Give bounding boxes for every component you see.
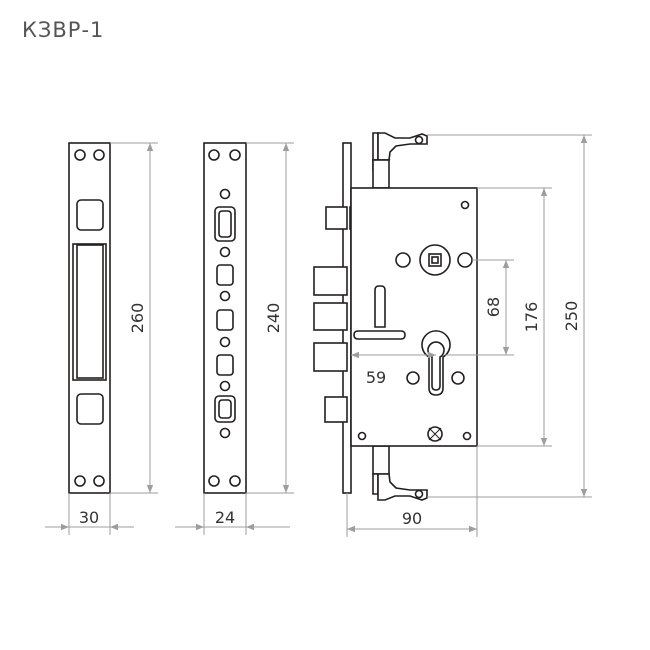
dim-strip2-width: 24	[215, 508, 235, 527]
dimension-lines	[45, 134, 592, 537]
dim-spindle-cylinder: 68	[484, 297, 503, 317]
dim-lock-total-height: 250	[562, 301, 581, 332]
strike-plate-2	[203, 142, 247, 494]
dim-lock-width: 90	[402, 509, 422, 528]
lock-body	[313, 132, 478, 501]
strike-plate-1	[68, 142, 111, 494]
dim-strip1-height: 260	[128, 303, 147, 334]
dim-lock-body-height: 176	[522, 302, 541, 333]
dimension-labels: 260 30 240 24 250 176 68 59 90	[79, 297, 581, 528]
drawing-title: КЗВР-1	[22, 18, 105, 42]
dim-strip1-width: 30	[79, 508, 99, 527]
dim-strip2-height: 240	[264, 303, 283, 334]
dim-backset: 59	[366, 368, 386, 387]
